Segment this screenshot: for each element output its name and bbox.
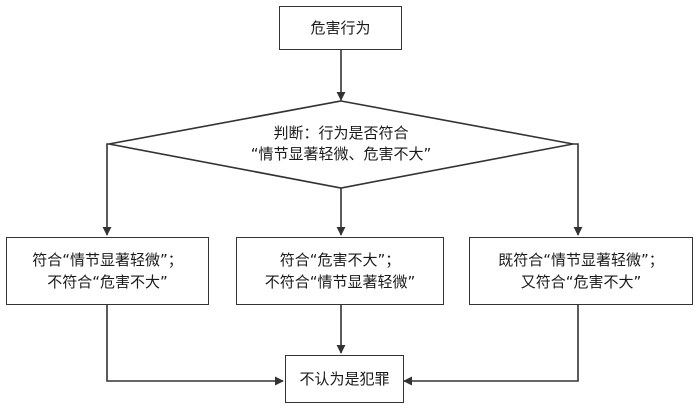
result-node-not-a-crime: 不认为是犯罪 — [285, 355, 404, 403]
case-right-line-2: 又符合“危害不大” — [520, 273, 642, 291]
case-left-line-2: 不符合“危害不大” — [47, 273, 168, 291]
decision-line-1: 判断：行为是否符合 — [273, 124, 409, 142]
edge-decision-to-right-case — [573, 143, 583, 236]
start-node-label: 危害行为 — [310, 19, 371, 37]
case-middle-line-1: 符合“危害不大”； — [279, 251, 401, 269]
start-node-harmful-behavior: 危害行为 — [279, 6, 402, 50]
decision-node-text: 判断：行为是否符合 “情节显著轻微、危害不大” — [190, 118, 492, 170]
case-middle-line-2: 不符合“情节显著轻微” — [264, 273, 416, 291]
edge-left-case-to-result — [106, 305, 284, 386]
case-right-line-1: 既符合“情节显著轻微”； — [498, 251, 664, 269]
case-left-line-1: 符合“情节显著轻微”； — [32, 251, 183, 269]
case-node-right: 既符合“情节显著轻微”； 又符合“危害不大” — [469, 237, 693, 305]
edge-right-case-to-result — [403, 305, 579, 386]
case-node-middle: 符合“危害不大”； 不符合“情节显著轻微” — [236, 237, 444, 305]
edge-decision-to-left-case — [102, 143, 112, 236]
decision-line-2: “情节显著轻微、危害不大” — [250, 145, 432, 163]
result-node-label: 不认为是犯罪 — [299, 370, 390, 388]
case-node-left: 符合“情节显著轻微”； 不符合“危害不大” — [6, 237, 209, 305]
